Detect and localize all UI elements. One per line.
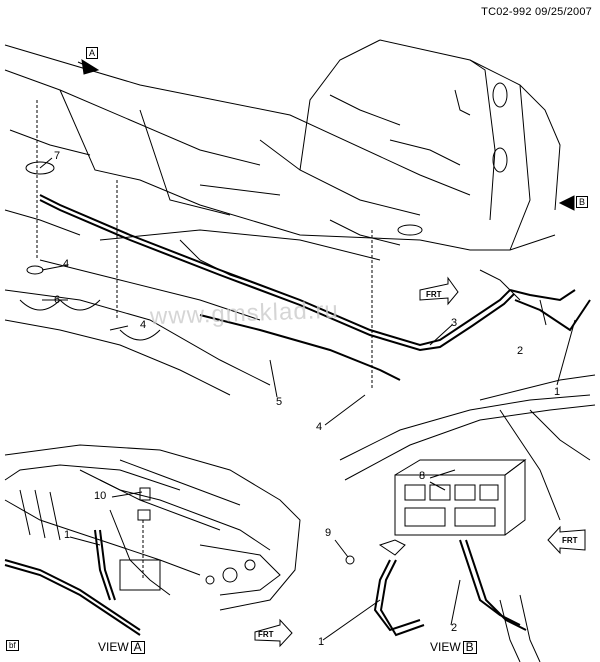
doc-id: TC02-992 — [481, 6, 532, 18]
callout-4: 4 — [63, 258, 70, 270]
forward-arrow-view-b — [547, 525, 586, 555]
view-a-title: VIEW — [98, 640, 129, 654]
forward-label-main: FRT — [426, 290, 442, 299]
callout-8: 8 — [419, 470, 426, 482]
callout-7: 7 — [54, 150, 61, 162]
callout-4: 4 — [316, 421, 323, 433]
callout-1-view-b: 1 — [318, 636, 325, 648]
view-b-title: VIEW — [430, 640, 461, 654]
callout-3: 3 — [451, 317, 458, 329]
callout-9: 9 — [325, 527, 332, 539]
callout-1: 1 — [554, 386, 561, 398]
callout-5: 5 — [276, 396, 283, 408]
callout-2-view-b: 2 — [451, 622, 458, 634]
view-a-letter: A — [130, 641, 145, 654]
footer-tag: bf — [6, 640, 19, 651]
view-marker-a: A — [86, 47, 99, 59]
view-a-drawing — [4, 444, 301, 636]
view-b-letter: B — [462, 641, 477, 654]
forward-arrow-main — [419, 276, 459, 306]
forward-label-view-a: FRT — [258, 630, 274, 639]
view-b-drawing — [322, 374, 596, 662]
callout-10: 10 — [94, 490, 107, 502]
view-marker-b-arrow — [558, 195, 575, 211]
view-marker-a-arrow — [77, 59, 100, 75]
doc-header: TC02-992 09/25/2007 — [481, 6, 592, 18]
doc-date: 09/25/2007 — [534, 6, 592, 18]
view-marker-b: B — [576, 196, 589, 208]
forward-label-view-b: FRT — [562, 536, 578, 545]
callout-4: 4 — [140, 319, 147, 331]
forward-arrow-view-a — [254, 618, 293, 648]
cable-run — [39, 194, 591, 381]
callout-6: 6 — [54, 294, 61, 306]
callout-2: 2 — [517, 345, 524, 357]
callout-1-view-a: 1 — [64, 529, 71, 541]
main-leader-lines — [36, 100, 576, 426]
